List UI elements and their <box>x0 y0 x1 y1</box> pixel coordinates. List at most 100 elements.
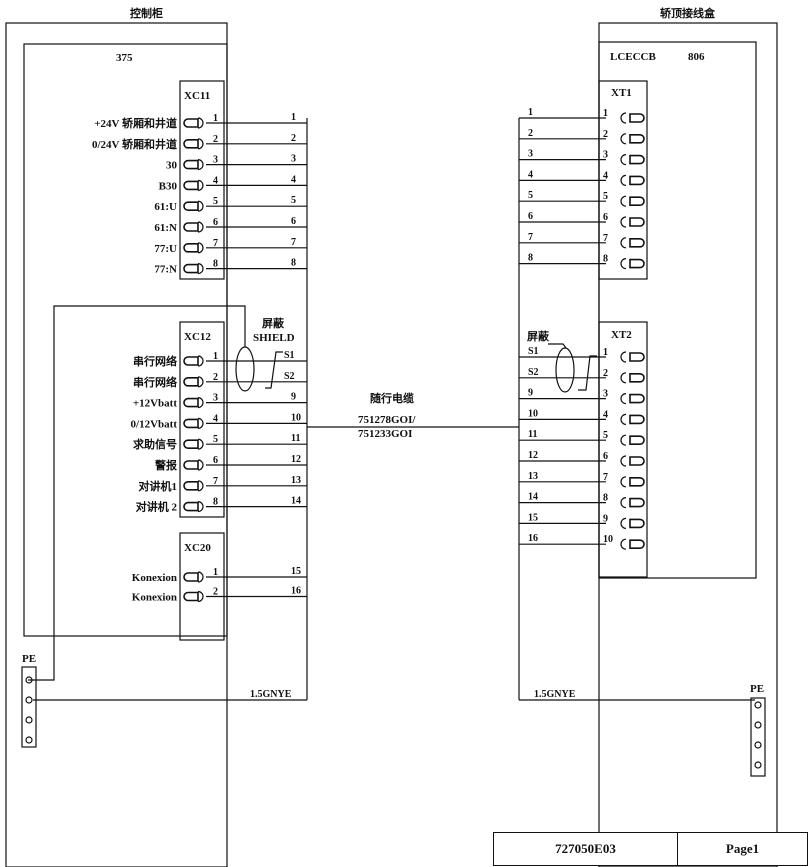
terminal-socket-icon <box>197 376 204 388</box>
pin-number: 1 <box>213 113 218 124</box>
terminal-socket-icon <box>620 497 627 509</box>
terminal-socket-icon <box>620 351 627 363</box>
wire-label: 11 <box>291 433 300 444</box>
terminal-plug-icon <box>183 356 199 366</box>
terminal-socket-icon <box>197 438 204 450</box>
left-shield-drain <box>265 351 283 389</box>
wire-label: 13 <box>291 475 301 486</box>
right-pe-bar <box>750 697 766 777</box>
pin-number: 3 <box>213 393 218 404</box>
signal-label: 61:N <box>154 222 177 234</box>
terminal-socket-icon <box>620 393 627 405</box>
terminal-plug-icon <box>183 439 199 449</box>
pin-number: 7 <box>603 472 608 483</box>
terminal-plug-icon <box>183 201 199 211</box>
pin-number: 8 <box>603 493 608 504</box>
signal-label: 0/24V 轿厢和井道 <box>92 137 177 151</box>
wire-label: 6 <box>528 211 533 222</box>
wire-label: 8 <box>291 258 296 269</box>
terminal-plug-icon <box>629 456 645 466</box>
terminal-socket-icon <box>197 355 204 367</box>
terminal-socket-icon <box>620 434 627 446</box>
right-board-code: 806 <box>688 51 705 63</box>
terminal-plug-icon <box>629 497 645 508</box>
wire-label: 13 <box>528 471 538 482</box>
pin-number: 5 <box>213 434 218 445</box>
wire-label: 15 <box>291 566 301 577</box>
connector-box-xc11 <box>179 80 225 280</box>
pin-number: 8 <box>213 497 218 508</box>
terminal-socket-icon <box>620 372 627 384</box>
wire-label: 10 <box>291 412 301 423</box>
left-ground-wire-label: 1.5GNYE <box>250 689 292 700</box>
terminal-plug-icon <box>183 591 199 602</box>
wire-label: 14 <box>291 496 301 507</box>
terminal-socket-icon <box>620 455 627 467</box>
pin-number: 5 <box>603 430 608 441</box>
wire-label: S2 <box>528 367 539 378</box>
wire-label: 14 <box>528 492 538 503</box>
signal-label: 61:U <box>154 201 177 213</box>
terminal-socket-icon <box>197 138 204 150</box>
wire-label: 6 <box>291 216 296 227</box>
terminal-plug-icon <box>183 139 199 149</box>
terminal-socket-icon <box>197 417 204 429</box>
wire-label: 1 <box>291 112 296 123</box>
pin-number: 1 <box>213 567 218 578</box>
footer-page: Page1 <box>677 832 808 866</box>
left-pe-label: PE <box>22 653 36 665</box>
connector-name: XT2 <box>611 329 632 341</box>
pin-number: 8 <box>603 254 608 265</box>
terminal-plug-icon <box>629 352 645 362</box>
terminal-socket-icon <box>620 174 627 186</box>
terminal-plug-icon <box>183 159 199 170</box>
terminal-plug-icon <box>183 397 199 408</box>
wire-label: 7 <box>291 237 296 248</box>
right-pe-terminal <box>754 701 762 709</box>
pin-number: 10 <box>603 534 613 545</box>
terminal-plug-icon <box>629 154 645 165</box>
pin-number: 9 <box>603 513 608 524</box>
terminal-plug-icon <box>183 118 199 128</box>
wire-label: 8 <box>528 253 533 264</box>
left-board-label: 375 <box>116 52 133 64</box>
right-pe-terminal <box>754 721 762 729</box>
right-pe-terminal <box>754 761 762 769</box>
signal-label: 对讲机 2 <box>136 500 178 514</box>
travelling-cable-title: 随行电缆 <box>370 391 414 405</box>
wire-label: 9 <box>528 388 533 399</box>
pin-number: 1 <box>213 351 218 362</box>
pin-number: 3 <box>213 155 218 166</box>
signal-label: B30 <box>159 180 178 192</box>
terminal-socket-icon <box>620 237 627 249</box>
pin-number: 4 <box>603 409 608 420</box>
wire-label: 4 <box>291 174 296 185</box>
terminal-socket-icon <box>620 216 627 228</box>
terminal-plug-icon <box>183 460 199 470</box>
pin-number: 4 <box>213 413 218 424</box>
terminal-socket-icon <box>620 258 627 270</box>
wire-label: 15 <box>528 512 538 523</box>
wire-label: 11 <box>528 429 537 440</box>
terminal-socket-icon <box>620 154 627 166</box>
terminal-socket-icon <box>197 221 204 233</box>
wire-label: 9 <box>291 392 296 403</box>
terminal-plug-icon <box>183 222 199 232</box>
wire-label: 5 <box>291 195 296 206</box>
terminal-plug-icon <box>629 435 645 445</box>
pin-number: 4 <box>213 175 218 186</box>
pin-number: 2 <box>213 134 218 145</box>
terminal-plug-icon <box>183 418 199 429</box>
connector-box-xc20 <box>179 532 225 641</box>
terminal-plug-icon <box>629 518 645 529</box>
terminal-socket-icon <box>620 413 627 425</box>
pin-number: 7 <box>213 238 218 249</box>
terminal-socket-icon <box>197 179 204 191</box>
footer-doc-number: 727050E03 <box>493 832 678 866</box>
connector-box-xt2 <box>598 321 648 578</box>
signal-label: +24V 轿厢和井道 <box>94 116 177 130</box>
pin-number: 7 <box>213 476 218 487</box>
wire-label: 16 <box>291 586 301 597</box>
wire-label: 3 <box>291 154 296 165</box>
